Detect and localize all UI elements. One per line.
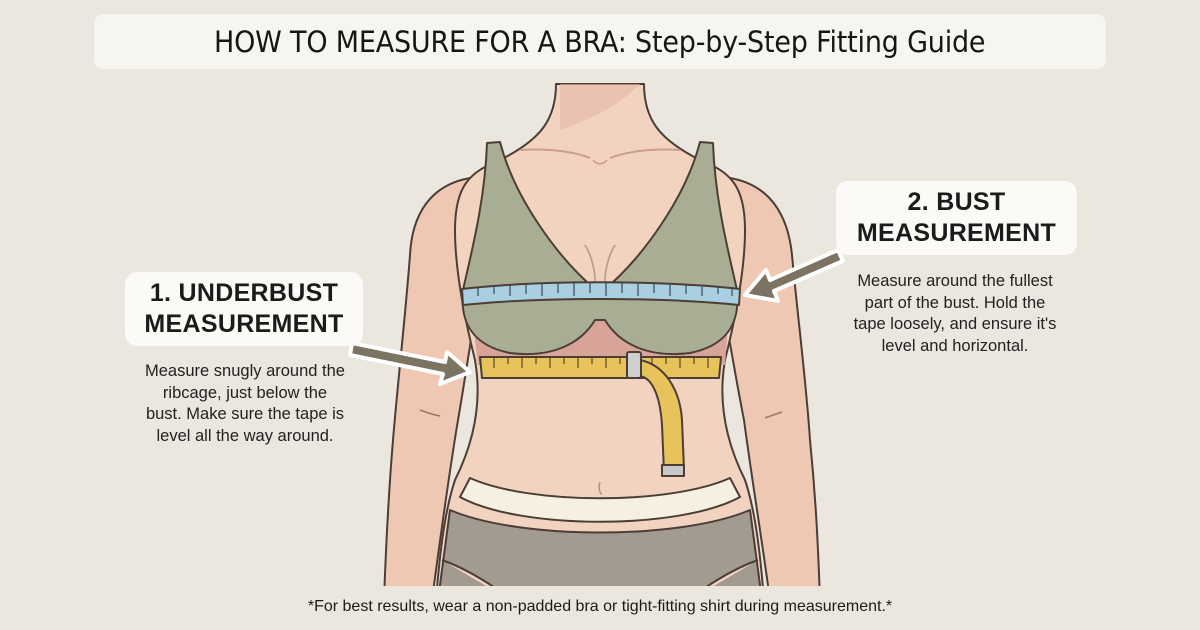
underbust-description: Measure snugly around the ribcage, just … <box>145 362 345 445</box>
underwear <box>438 509 762 586</box>
left-arm <box>383 177 479 586</box>
underbust-callout: 1. UNDERBUST MEASUREMENT <box>125 272 363 346</box>
underbust-tape <box>479 356 722 379</box>
underbust-heading-line1: 1. UNDERBUST <box>149 279 339 307</box>
bust-arrow-icon <box>743 248 845 303</box>
bust-heading-line2: MEASUREMENT <box>856 219 1057 247</box>
title-banner: HOW TO MEASURE FOR A BRA: Step-by-Step F… <box>94 14 1106 69</box>
page-title: HOW TO MEASURE FOR A BRA: Step-by-Step F… <box>214 24 986 59</box>
right-arm <box>721 177 821 586</box>
underbust-heading-line2: MEASUREMENT <box>144 310 344 338</box>
bust-heading-line1: 2. BUST <box>907 188 1006 216</box>
underbust-arrow-icon <box>348 341 472 386</box>
tape-clip <box>626 351 642 379</box>
footnote: *For best results, wear a non-padded bra… <box>307 598 893 615</box>
waistband <box>459 477 741 523</box>
bust-callout: 2. BUST MEASUREMENT <box>836 181 1077 255</box>
bust-description: Measure around the fullest part of the b… <box>853 272 1057 355</box>
